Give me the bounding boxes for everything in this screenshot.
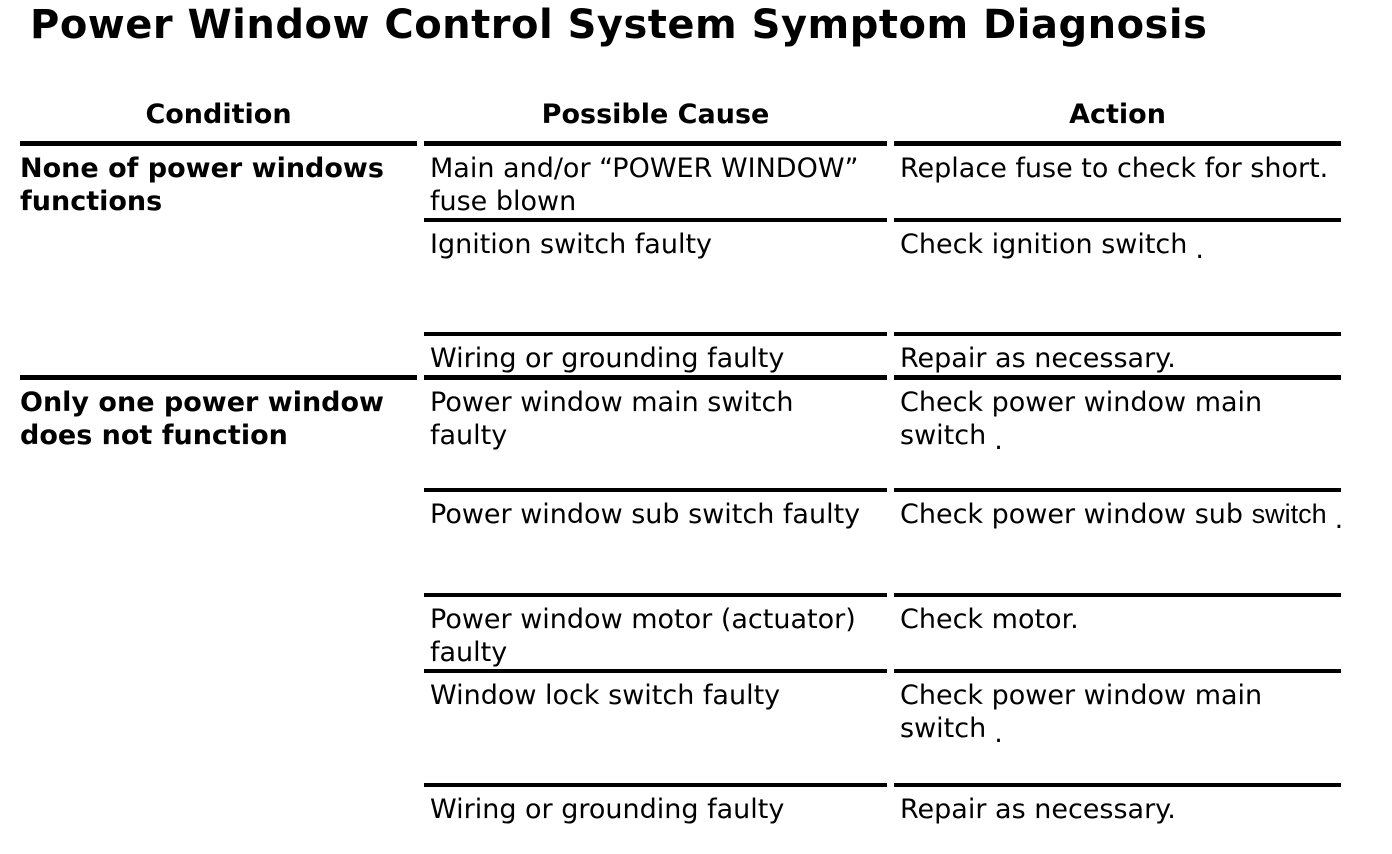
- action-cell: Replace fuse to check for short.: [894, 146, 1341, 222]
- action-alt-text: switch: [1251, 499, 1327, 529]
- action-text: Repair as necessary.: [900, 794, 1176, 825]
- action-text: Check power window main switch: [900, 680, 1263, 744]
- action-period: .: [994, 718, 1003, 749]
- action-text: Check motor.: [900, 604, 1079, 635]
- condition-cell: [20, 222, 417, 336]
- action-cell: Check power window sub switch.: [894, 492, 1344, 597]
- column-header-action: Action: [894, 88, 1341, 146]
- action-text: Repair as necessary.: [900, 343, 1176, 374]
- page-title: Power Window Control System Symptom Diag…: [30, 2, 1208, 48]
- cause-cell: Wiring or grounding faulty: [424, 336, 887, 380]
- action-cell: Check power window main switch.: [894, 380, 1341, 492]
- condition-cell: [20, 492, 417, 597]
- condition-cell: None of power windows functions: [20, 153, 384, 217]
- action-cell: Repair as necessary.: [894, 336, 1341, 380]
- cause-cell: Ignition switch faulty: [424, 222, 887, 336]
- condition-cell: [20, 597, 417, 673]
- condition-cell: [20, 787, 417, 833]
- cause-cell: Main and/or “POWER WINDOW” fuse blown: [424, 146, 887, 222]
- cause-cell: Power window main switch faulty: [424, 380, 887, 492]
- action-period: .: [994, 425, 1003, 456]
- action-text: Check power window sub: [900, 499, 1252, 530]
- action-cell: Check power window main switch.: [894, 673, 1341, 787]
- column-header-possible-cause: Possible Cause: [424, 88, 887, 146]
- action-cell: Check ignition switch.: [894, 222, 1341, 336]
- column-header-condition: Condition: [20, 88, 417, 146]
- cause-cell: Power window motor (actuator) faulty: [424, 597, 887, 673]
- cause-cell: Power window sub switch faulty: [424, 492, 887, 597]
- symptom-diagnosis-table: Condition Possible Cause Action None of …: [20, 88, 1344, 833]
- cause-cell: Wiring or grounding faulty: [430, 794, 785, 825]
- condition-cell: [20, 673, 417, 787]
- action-period: .: [1195, 234, 1204, 265]
- action-cell: Check motor.: [894, 597, 1341, 673]
- action-text: Check power window main switch: [900, 387, 1263, 451]
- action-period: .: [1334, 504, 1344, 535]
- cause-cell: Window lock switch faulty: [424, 673, 887, 787]
- action-text: Replace fuse to check for short.: [900, 153, 1329, 184]
- action-cell: Repair as necessary.: [894, 787, 1341, 833]
- action-text: Check ignition switch: [900, 229, 1188, 260]
- condition-cell: Only one power window does not function: [20, 387, 384, 451]
- condition-cell: [20, 336, 417, 380]
